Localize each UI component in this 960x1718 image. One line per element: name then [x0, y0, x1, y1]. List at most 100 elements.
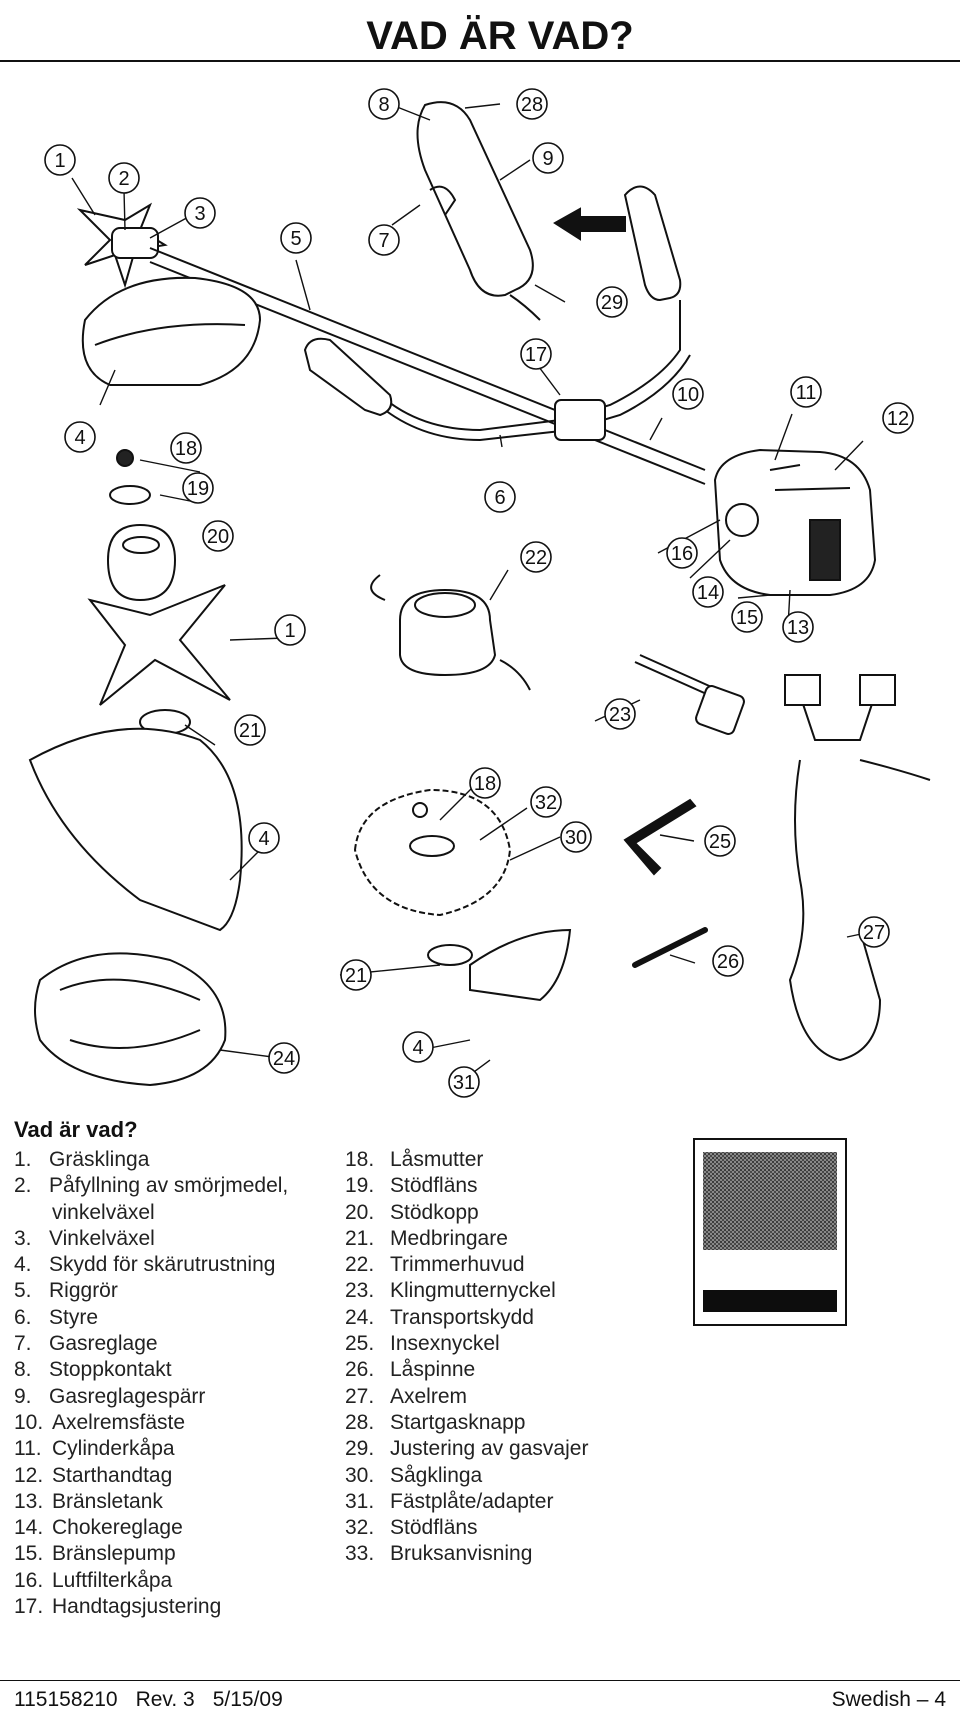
callout-number: 17	[525, 344, 547, 366]
callout-15: 15	[731, 601, 763, 633]
callout-31: 31	[448, 1066, 480, 1098]
callout-30: 30	[560, 821, 592, 853]
callout-number: 27	[863, 922, 885, 944]
legend-item-label: Styre	[49, 1305, 99, 1329]
part-number: 115158210	[14, 1688, 118, 1711]
legend-item-number: 31.	[345, 1489, 375, 1513]
callout-18: 18	[170, 432, 202, 464]
callout-number: 32	[535, 792, 557, 814]
callout-number: 24	[273, 1048, 295, 1070]
legend-item-label: Gräsklinga	[49, 1148, 150, 1171]
callout-20: 20	[202, 520, 234, 552]
callout-2: 2	[108, 162, 140, 194]
legend-item-continuation: vinkelväxel	[52, 1200, 155, 1224]
page-title: VAD ÄR VAD?	[366, 14, 634, 58]
legend-item-label: Fästplåte/adapter	[390, 1489, 554, 1513]
callout-number: 3	[194, 203, 205, 225]
legend-heading: Vad är vad?	[14, 1117, 138, 1142]
legend-item: 21.Medbringare	[345, 1226, 588, 1252]
callout-11: 11	[790, 376, 822, 408]
legend-item: 19.Stödfläns	[345, 1173, 588, 1199]
legend-item-label: Startgasknapp	[390, 1410, 526, 1434]
legend-item-label: Starthandtag	[52, 1463, 173, 1487]
legend-item: 4. Skydd för skärutrustning	[14, 1252, 288, 1278]
legend-item-number: 20.	[345, 1200, 375, 1224]
legend-item-number: 7.	[14, 1332, 32, 1356]
saw-blade-30	[353, 788, 512, 917]
callout-1: 1	[44, 144, 76, 176]
callout-number: 4	[412, 1037, 423, 1059]
legend-item-label: Insexnyckel	[390, 1332, 500, 1356]
left-grip	[303, 337, 393, 417]
callout-number: 11	[796, 382, 817, 404]
callout-9: 9	[532, 142, 564, 174]
callout-number: 20	[207, 526, 229, 548]
callout-26: 26	[712, 945, 744, 977]
angle-gear	[111, 227, 159, 259]
callout-12: 12	[882, 402, 914, 434]
callout-number: 28	[521, 94, 543, 116]
legend-item: 27.Axelrem	[345, 1384, 588, 1410]
operators-manual-illustration	[693, 1138, 847, 1326]
legend-item: 32. Stödfläns	[345, 1515, 588, 1541]
legend-item: 25.Insexnyckel	[345, 1331, 588, 1357]
right-handle	[623, 185, 682, 302]
legend-item-label: Skydd för skärutrustning	[49, 1253, 276, 1277]
handlebar	[309, 300, 691, 442]
callout-number: 19	[187, 478, 209, 500]
legend-item-label: Vinkelväxel	[49, 1226, 155, 1250]
callout-29: 29	[596, 286, 628, 318]
callout-32: 32	[530, 786, 562, 818]
legend-item: 29.Justering av gasvajer	[345, 1436, 588, 1462]
legend-item-number: 6.	[14, 1305, 32, 1329]
legend-item: 17.Handtagsjustering	[14, 1594, 288, 1620]
callout-number: 15	[736, 607, 758, 629]
legend-item-number: 2.	[14, 1174, 32, 1198]
legend-item-label: Bränsletank	[52, 1489, 163, 1513]
legend-item-label: Låsmutter	[390, 1148, 484, 1171]
callout-number: 4	[74, 427, 85, 449]
callout-number: 9	[542, 148, 553, 170]
legend-item-label: Medbringare	[390, 1226, 508, 1250]
legend-item-number: 13.	[14, 1489, 44, 1513]
legend-item: 2.Påfyllning av smörjmedel,	[14, 1173, 288, 1199]
lock-nut-18b	[412, 802, 428, 818]
legend-item-label: Transportskydd	[390, 1305, 534, 1329]
legend-item-number: 10.	[14, 1410, 44, 1434]
legend-item: 9.Gasreglagespärr	[14, 1384, 288, 1410]
legend-item-number: 3.	[14, 1226, 32, 1250]
callout-19: 19	[182, 472, 214, 504]
legend-item-label: Stödfläns	[390, 1516, 478, 1540]
legend-item-number: 18.	[345, 1148, 375, 1171]
legend-item-label: Bränslepump	[52, 1542, 176, 1566]
callout-3: 3	[184, 197, 216, 229]
callout-number: 4	[258, 828, 269, 850]
callout-18: 18	[469, 767, 501, 799]
legend-item-number: 5.	[14, 1279, 32, 1303]
legend-item: 23.Klingmutternyckel	[345, 1278, 588, 1304]
callout-number: 14	[697, 582, 719, 604]
legend-item-label: Axelrem	[390, 1384, 468, 1408]
legend-item-label: Klingmutternyckel	[390, 1279, 556, 1303]
legend-item-number: 28.	[345, 1410, 375, 1434]
manual-text-block	[703, 1152, 837, 1250]
callout-14: 14	[692, 576, 724, 608]
callout-number: 18	[175, 438, 197, 460]
handle-clamp	[554, 399, 606, 441]
legend-item: 22.Trimmerhuvud	[345, 1252, 588, 1278]
callout-17: 17	[520, 338, 552, 370]
legend-item-number: 16.	[14, 1568, 44, 1592]
legend-item: 10.Axelremsfäste	[14, 1410, 288, 1436]
legend-item-label: Bruksanvisning	[390, 1542, 533, 1566]
callout-number: 1	[54, 150, 65, 172]
legend-item-number: 32.	[345, 1516, 375, 1540]
direction-arrow	[553, 207, 626, 241]
saw-guard	[469, 928, 572, 1002]
callout-number: 8	[378, 94, 389, 116]
callout-number: 7	[378, 230, 389, 252]
legend-item-label: Stödfläns	[390, 1174, 478, 1198]
legend-item-number: 4.	[14, 1253, 32, 1277]
callout-4: 4	[248, 822, 280, 854]
legend-item-number: 17.	[14, 1595, 44, 1619]
callout-number: 13	[787, 617, 809, 639]
